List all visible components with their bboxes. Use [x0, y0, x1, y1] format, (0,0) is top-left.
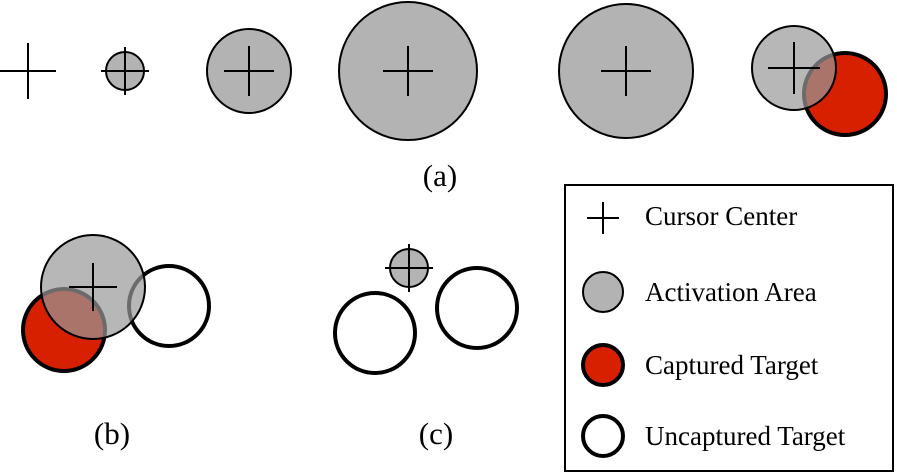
panel-c-label: (c) — [419, 416, 453, 451]
legend-label-uncaptured-target: Uncaptured Target — [645, 421, 846, 451]
uncaptured-target — [333, 291, 417, 375]
red-circle-icon — [581, 343, 625, 387]
activation-area-a4 — [338, 1, 478, 141]
panel-a-label: (a) — [423, 158, 457, 193]
activation-area-a3 — [206, 28, 292, 114]
crosshair-icon — [587, 202, 619, 234]
cursor-center-a1 — [0, 43, 56, 99]
activation-area-a5 — [558, 3, 694, 139]
gray-circle-icon — [582, 271, 624, 313]
captured-state-a6 — [751, 25, 888, 137]
panel-b: (b) — [21, 234, 211, 451]
activation-area-a2 — [101, 47, 149, 95]
panel-a: (a) — [0, 1, 888, 193]
panel-b-label: (b) — [94, 416, 130, 451]
panel-c: (c) — [333, 244, 519, 451]
legend: Cursor Center Activation Area Captured T… — [564, 184, 894, 472]
white-circle-icon — [581, 414, 625, 458]
uncaptured-target — [435, 266, 519, 350]
legend-label-activation-area: Activation Area — [645, 277, 817, 307]
legend-label-cursor-center: Cursor Center — [645, 201, 797, 231]
legend-label-captured-target: Captured Target — [645, 350, 819, 380]
